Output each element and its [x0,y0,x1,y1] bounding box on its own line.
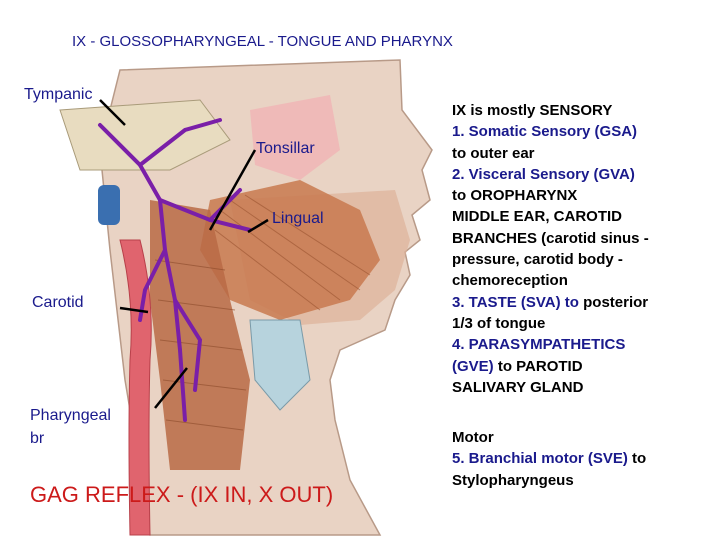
gag-reflex-caption: GAG REFLEX - (IX IN, X OUT) [30,482,334,507]
larynx [249,319,311,411]
item2-line2: MIDDLE EAR, CAROTID [452,208,622,226]
carotid-artery [119,239,152,536]
item3-prefix: 3. TASTE (SVA) to [452,293,579,311]
soft-palate [250,95,340,180]
label-pointers [99,99,269,409]
motor-heading: Motor [452,429,494,446]
label-pharyngeal: Pharyngeal [30,407,111,424]
item4-line1: 4. PARASYMPATHETICS [452,336,626,354]
sensory-heading: IX is mostly SENSORY [452,102,613,119]
label-tonsillar: Tonsillar [256,140,315,157]
muscle-fibers [214,194,371,311]
label-lingual: Lingual [272,210,324,227]
tongue-muscles [200,180,380,320]
item2-line5: chemoreception [452,272,568,290]
sensory-description: IX is mostly SENSORY 1. Somatic Sensory … [452,100,714,398]
item5-suffix: to [627,450,647,468]
item1-prefix: 1. Somatic Sensory (GSA) [452,123,638,141]
pharyngeal-muscles [150,200,250,470]
item4-suffix: to PAROTID [493,357,583,375]
label-tympanic: Tympanic [24,86,93,103]
item4-prefix: (GVE) [452,357,494,375]
item4-line3: SALIVARY GLAND [452,378,584,396]
item1-rest: to outer ear [452,144,535,162]
item2-line4: pressure, carotid body - [452,251,623,269]
item2-prefix: 2. Visceral Sensory (GVA) [452,165,635,183]
item3-suffix: posterior [578,293,649,311]
item5-prefix: 5. Branchial motor (SVE) [452,450,628,468]
item3-line2: 1/3 of tongue [452,314,546,332]
skull-base [59,99,231,171]
motor-description: Motor 5. Branchial motor (SVE) to Stylop… [452,427,714,491]
jugular-vein [98,185,120,225]
label-pharyngeal-br: br [30,430,45,447]
item5-line2: Stylopharyngeus [452,471,574,489]
page-title: IX - GLOSSOPHARYNGEAL - TONGUE AND PHARY… [72,33,453,50]
item2-line3: BRANCHES (carotid sinus - [452,229,649,247]
label-carotid: Carotid [32,294,84,311]
item2-line1: to OROPHARYNX [452,187,578,205]
